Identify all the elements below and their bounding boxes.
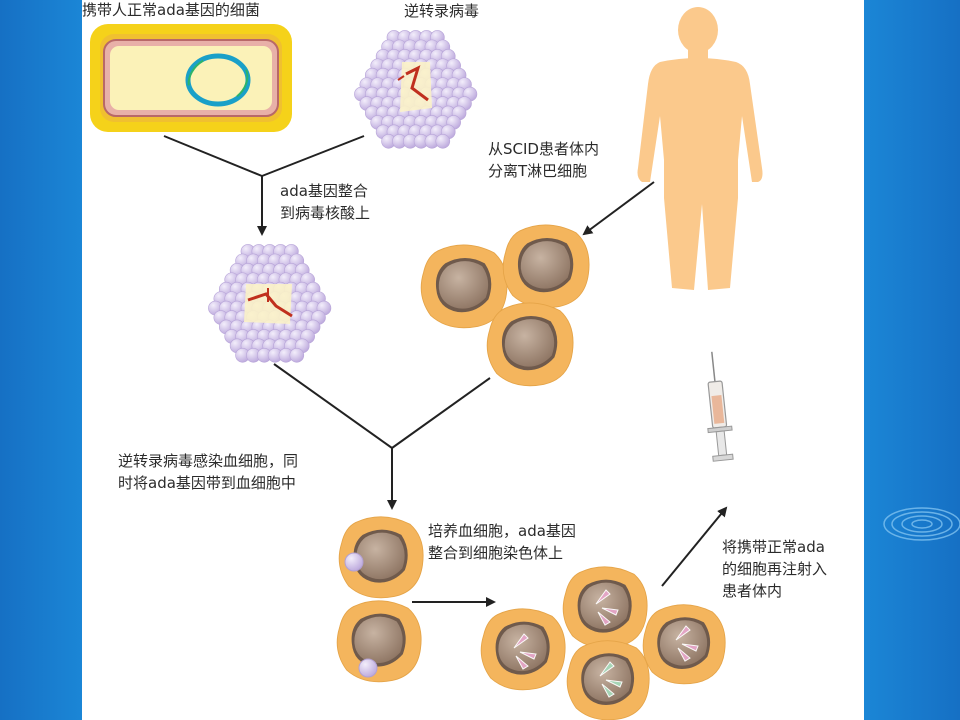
virus-particle-icon bbox=[358, 658, 378, 678]
right-blue-band bbox=[864, 0, 960, 720]
recombinant-retrovirus-icon bbox=[208, 244, 332, 363]
culture-label-line1: 培养血细胞，ada基因 bbox=[428, 522, 576, 540]
reinject-label-line2: 的细胞再注射入 bbox=[722, 560, 828, 578]
integration-label-line1: ada基因整合 bbox=[280, 182, 368, 200]
reinject-arrow bbox=[661, 506, 728, 587]
isolate-arrow bbox=[582, 181, 655, 236]
retrovirus-label: 逆转录病毒 bbox=[404, 2, 480, 20]
bacterium-label: 携带人正常ada基因的细菌 bbox=[82, 1, 260, 19]
bacterium-icon bbox=[90, 24, 292, 132]
isolate-label-line1: 从SCID患者体内 bbox=[488, 140, 599, 158]
chromosome-icon bbox=[513, 589, 699, 698]
retrovirus-icon bbox=[354, 30, 478, 149]
diagram-graphics bbox=[90, 7, 763, 720]
culture-label-line2: 整合到细胞染色体上 bbox=[428, 544, 564, 562]
infect-label-line1: 逆转录病毒感染血细胞，同 bbox=[118, 452, 299, 470]
human-figure-icon bbox=[637, 7, 763, 290]
merge-lines-top bbox=[163, 135, 365, 236]
syringe-icon bbox=[707, 351, 734, 462]
merge-lines-mid bbox=[273, 363, 491, 510]
reinject-label-line1: 将携带正常ada bbox=[722, 538, 825, 556]
t-cell-icon bbox=[420, 224, 590, 387]
virus-particle-icon bbox=[344, 552, 364, 572]
capsid-sphere bbox=[289, 347, 305, 363]
infected-cell-group bbox=[336, 516, 424, 683]
integration-label-line2: 到病毒核酸上 bbox=[280, 204, 371, 222]
isolate-label-line2: 分离T淋巴细胞 bbox=[488, 162, 588, 180]
capsid-sphere bbox=[435, 133, 451, 149]
left-blue-band bbox=[0, 0, 82, 720]
cultured-cell-group bbox=[480, 566, 726, 720]
reinject-label-line3: 患者体内 bbox=[722, 582, 783, 600]
infect-label-line2: 时将ada基因带到血细胞中 bbox=[118, 474, 296, 492]
diagram-panel: 携带人正常ada基因的细菌 逆转录病毒 ada基因整合 到病毒核酸上 从SCID… bbox=[82, 0, 864, 720]
